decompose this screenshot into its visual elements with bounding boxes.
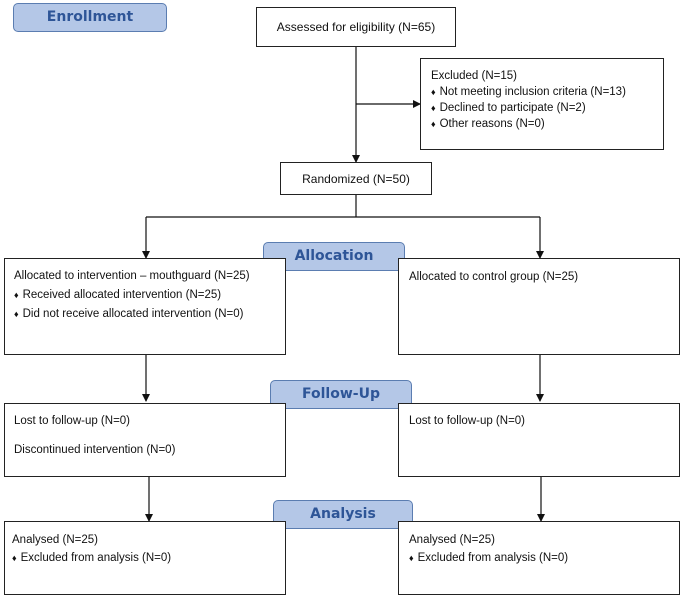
followup-left-box: Lost to follow-up (N=0) Discontinued int… — [4, 403, 286, 477]
analysis-left-title: Analysed (N=25) — [12, 534, 98, 546]
followup-left-lost: Lost to follow-up (N=0) — [14, 415, 131, 427]
analysis-right-title: Analysed (N=25) — [409, 534, 495, 546]
followup-left-discontinued: Discontinued intervention (N=0) — [14, 444, 176, 456]
control-allocation-box: Allocated to control group (N=25) — [398, 258, 680, 355]
intervention-item: Did not receive allocated intervention (… — [14, 305, 279, 324]
excluded-title: Excluded (N=15) — [431, 70, 517, 82]
randomized-box: Randomized (N=50) — [280, 162, 432, 195]
excluded-item: Declined to participate (N=2) — [431, 100, 655, 116]
stage-followup: Follow-Up — [270, 380, 412, 409]
randomized-text: Randomized (N=50) — [302, 172, 410, 186]
assessed-text: Assessed for eligibility (N=65) — [276, 20, 436, 34]
excluded-item: Other reasons (N=0) — [431, 116, 655, 132]
assessed-box: Assessed for eligibility (N=65) — [256, 7, 456, 47]
stage-analysis: Analysis — [273, 500, 413, 529]
analysis-right-box: Analysed (N=25) Excluded from analysis (… — [398, 521, 680, 595]
followup-right-box: Lost to follow-up (N=0) — [398, 403, 680, 477]
intervention-item: Received allocated intervention (N=25) — [14, 286, 279, 305]
followup-right-lost: Lost to follow-up (N=0) — [409, 415, 526, 427]
intervention-allocation-box: Allocated to intervention – mouthguard (… — [4, 258, 286, 355]
control-title: Allocated to control group (N=25) — [409, 271, 579, 283]
analysis-right-item: Excluded from analysis (N=0) — [409, 549, 671, 567]
intervention-title: Allocated to intervention – mouthguard (… — [14, 270, 250, 282]
stage-enrollment: Enrollment — [13, 3, 167, 32]
analysis-left-box: Analysed (N=25) Excluded from analysis (… — [4, 521, 286, 595]
stage-allocation: Allocation — [263, 242, 405, 271]
excluded-item: Not meeting inclusion criteria (N=13) — [431, 84, 655, 100]
excluded-box: Excluded (N=15) Not meeting inclusion cr… — [420, 58, 664, 150]
analysis-left-item: Excluded from analysis (N=0) — [12, 549, 277, 567]
